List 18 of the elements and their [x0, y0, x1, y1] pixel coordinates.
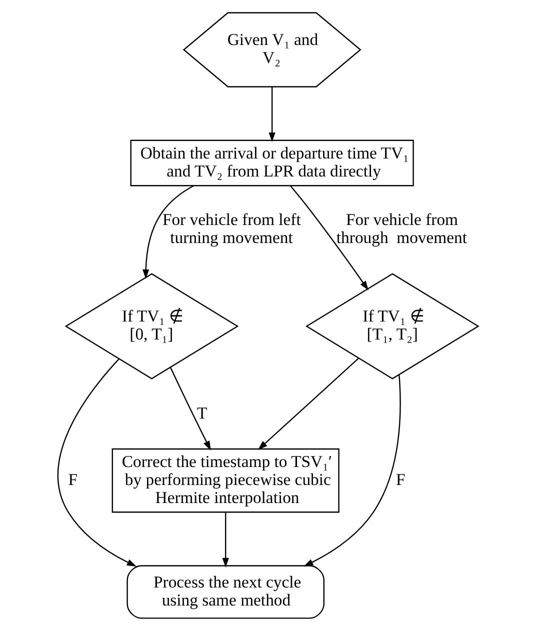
arrow: [289, 185, 368, 290]
node-diamond: If TV₁ ∉ [0, T₁]: [64, 273, 238, 380]
node-box: Correct the timestamp to TSV₁′ by performing piecewise cubic Hermite interpolation: [111, 448, 339, 513]
edge-label: F: [68, 470, 78, 489]
arrow: [222, 512, 228, 568]
arrow: [257, 358, 359, 450]
edge-label: F: [396, 470, 405, 489]
node-box: Process the next cycle using same method: [126, 565, 324, 619]
edge-label: For vehicle from left turning movement: [162, 210, 300, 248]
node-diamond: If TV₁ ∉ [T₁, T₂]: [305, 273, 479, 380]
arrow: [268, 86, 275, 142]
arrow: [57, 358, 136, 566]
node-box: Obtain the arrival or departure time TV₁ and TV₂ from LPR data directly: [130, 140, 414, 186]
arrow: [169, 367, 210, 450]
arrow: [303, 374, 400, 566]
edge-label: For vehicle from through movement: [336, 210, 467, 248]
arrow: [142, 185, 194, 279]
edge-label: T: [196, 403, 207, 422]
